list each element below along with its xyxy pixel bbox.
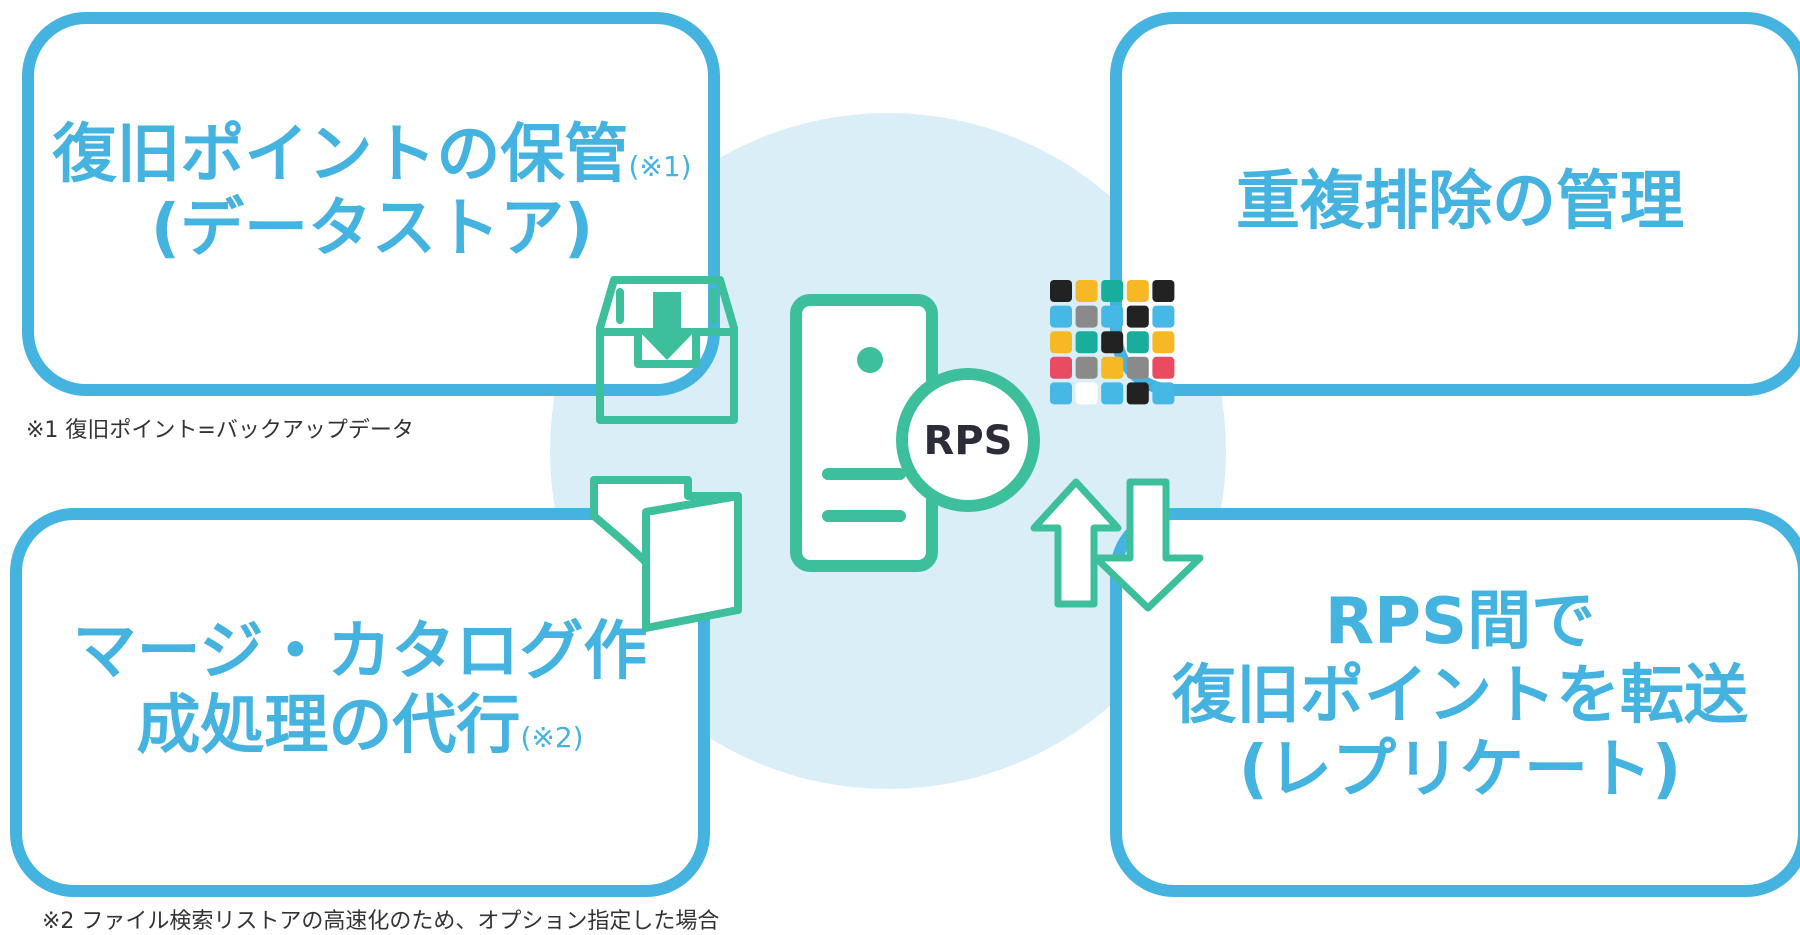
- grid-tile: [1050, 356, 1072, 379]
- datastore-title-note: (※1): [628, 150, 692, 183]
- inbox-download-icon: [596, 276, 738, 424]
- grid-tile: [1126, 356, 1149, 379]
- grid-tile: [1126, 305, 1149, 328]
- grid-tile: [1126, 331, 1149, 354]
- grid-tile: [1126, 382, 1149, 405]
- grid-tile: [1101, 331, 1124, 354]
- dedup-title: 重複排除の管理: [1130, 165, 1790, 239]
- grid-tile: [1075, 305, 1098, 328]
- dedup-grid-icon: [1050, 280, 1175, 405]
- panel-replicate: [1110, 508, 1800, 897]
- datastore-title-line1: 復旧ポイントの保管: [52, 118, 629, 192]
- merge-catalog-title-line1: マージ・カタログ作: [72, 615, 648, 689]
- grid-tile: [1152, 280, 1175, 302]
- replicate-title-line1: RPS間で: [1324, 585, 1596, 659]
- grid-tile: [1152, 356, 1175, 379]
- panel-dedup: [1110, 12, 1800, 396]
- grid-tile: [1050, 280, 1072, 302]
- folder-open-icon: [590, 476, 742, 632]
- grid-tile: [1101, 382, 1124, 405]
- replicate-title: RPS間で 復旧ポイントを転送 (レプリケート): [1120, 585, 1800, 808]
- grid-tile: [1075, 382, 1098, 405]
- replicate-title-line3: (レプリケート): [1238, 733, 1682, 808]
- grid-tile: [1075, 356, 1098, 379]
- footnote-1: ※1 復旧ポイント=バックアップデータ: [26, 418, 414, 443]
- transfer-arrows-icon: [1030, 478, 1204, 612]
- datastore-title-line2: (データストア): [150, 192, 594, 267]
- grid-tile: [1050, 305, 1072, 328]
- grid-tile: [1050, 331, 1072, 354]
- grid-tile: [1152, 382, 1175, 405]
- datastore-title: 復旧ポイントの保管(※1) (データストア): [32, 118, 712, 266]
- grid-tile: [1152, 305, 1175, 328]
- footnote-2: ※2 ファイル検索リストアの高速化のため、オプション指定した場合: [42, 909, 720, 934]
- replicate-title-line2: 復旧ポイントを転送: [1172, 659, 1748, 734]
- grid-tile: [1126, 280, 1149, 302]
- grid-tile: [1101, 356, 1124, 379]
- merge-catalog-title: マージ・カタログ作 成処理の代行(※2): [20, 615, 700, 763]
- server-icon: RPS: [790, 294, 1040, 572]
- grid-tile: [1050, 382, 1072, 405]
- grid-tile: [1152, 331, 1175, 354]
- grid-tile: [1075, 280, 1098, 302]
- rps-badge-label: RPS: [924, 418, 1013, 464]
- merge-catalog-title-note: (※2): [520, 721, 584, 755]
- grid-tile: [1075, 331, 1098, 354]
- dedup-title-text: 重複排除の管理: [1236, 165, 1684, 239]
- panel-merge-catalog: [10, 508, 710, 897]
- grid-tile: [1101, 280, 1124, 302]
- merge-catalog-title-line2: 成処理の代行: [136, 689, 521, 764]
- grid-tile: [1101, 305, 1124, 328]
